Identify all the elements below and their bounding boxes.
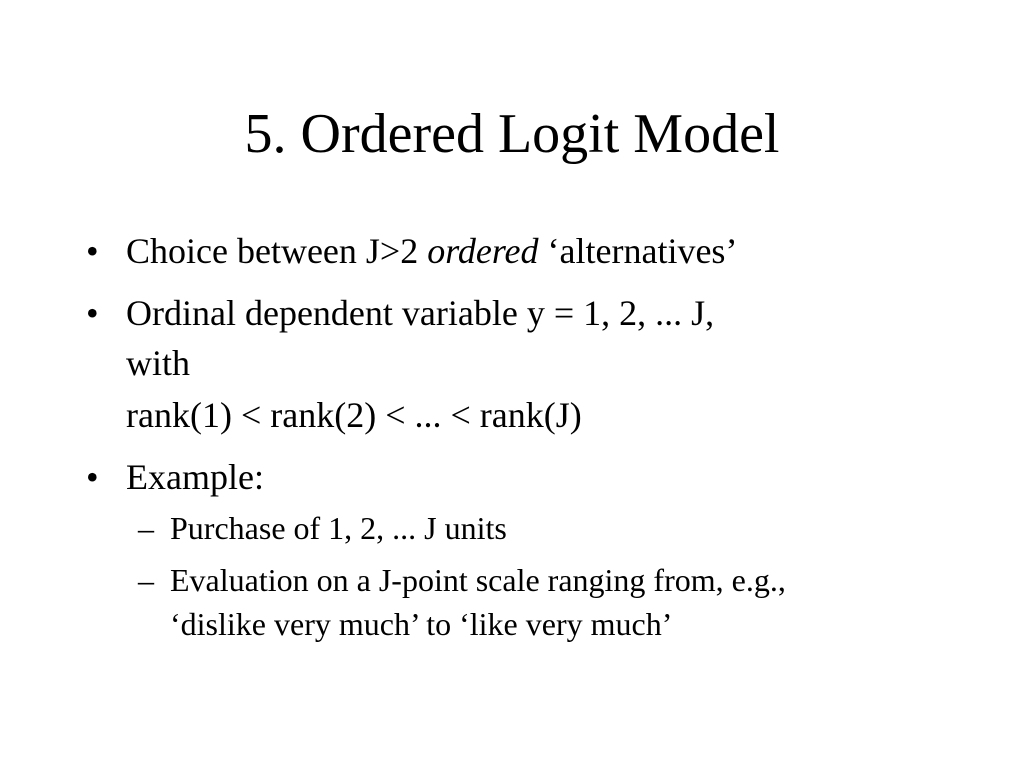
bullet-icon: • bbox=[86, 293, 99, 333]
bullet-icon: • bbox=[86, 457, 99, 497]
bullet-icon: • bbox=[86, 231, 99, 271]
sub-item-text-line-2: ‘dislike very much’ to ‘like very much’ bbox=[170, 606, 673, 642]
bullet-continuation: rank(1) < rank(2) < ... < rank(J) bbox=[126, 395, 582, 435]
sub-item-text-line-1: Evaluation on a J-point scale ranging fr… bbox=[170, 562, 786, 598]
sub-item-text: Purchase of 1, 2, ... J units bbox=[170, 510, 507, 546]
bullet-text-line-2: with bbox=[126, 343, 191, 383]
bullet-text: Choice between J>2 ordered ‘alternatives… bbox=[126, 226, 984, 276]
sub-item-purchase: – Purchase of 1, 2, ... J units bbox=[84, 506, 984, 550]
text-segment: Choice between J>2 bbox=[126, 231, 428, 271]
bullet-text: Example: bbox=[126, 457, 264, 497]
dash-icon: – bbox=[138, 562, 154, 598]
bullet-item-ordinal: • Ordinal dependent variable y = 1, 2, .… bbox=[84, 288, 984, 388]
text-segment: ‘alternatives’ bbox=[538, 231, 738, 271]
bullet-item-choice: • Choice between J>2 ordered ‘alternativ… bbox=[84, 226, 984, 276]
slide-content: • Choice between J>2 ordered ‘alternativ… bbox=[84, 226, 984, 654]
bullet-text-line-1: Ordinal dependent variable y = 1, 2, ...… bbox=[126, 293, 715, 333]
sub-item-evaluation: – Evaluation on a J-point scale ranging … bbox=[84, 558, 984, 646]
slide-title: 5. Ordered Logit Model bbox=[244, 103, 780, 165]
dash-icon: – bbox=[138, 510, 154, 546]
emphasis-text: ordered bbox=[427, 231, 539, 271]
bullet-item-example: • Example: bbox=[84, 452, 984, 502]
